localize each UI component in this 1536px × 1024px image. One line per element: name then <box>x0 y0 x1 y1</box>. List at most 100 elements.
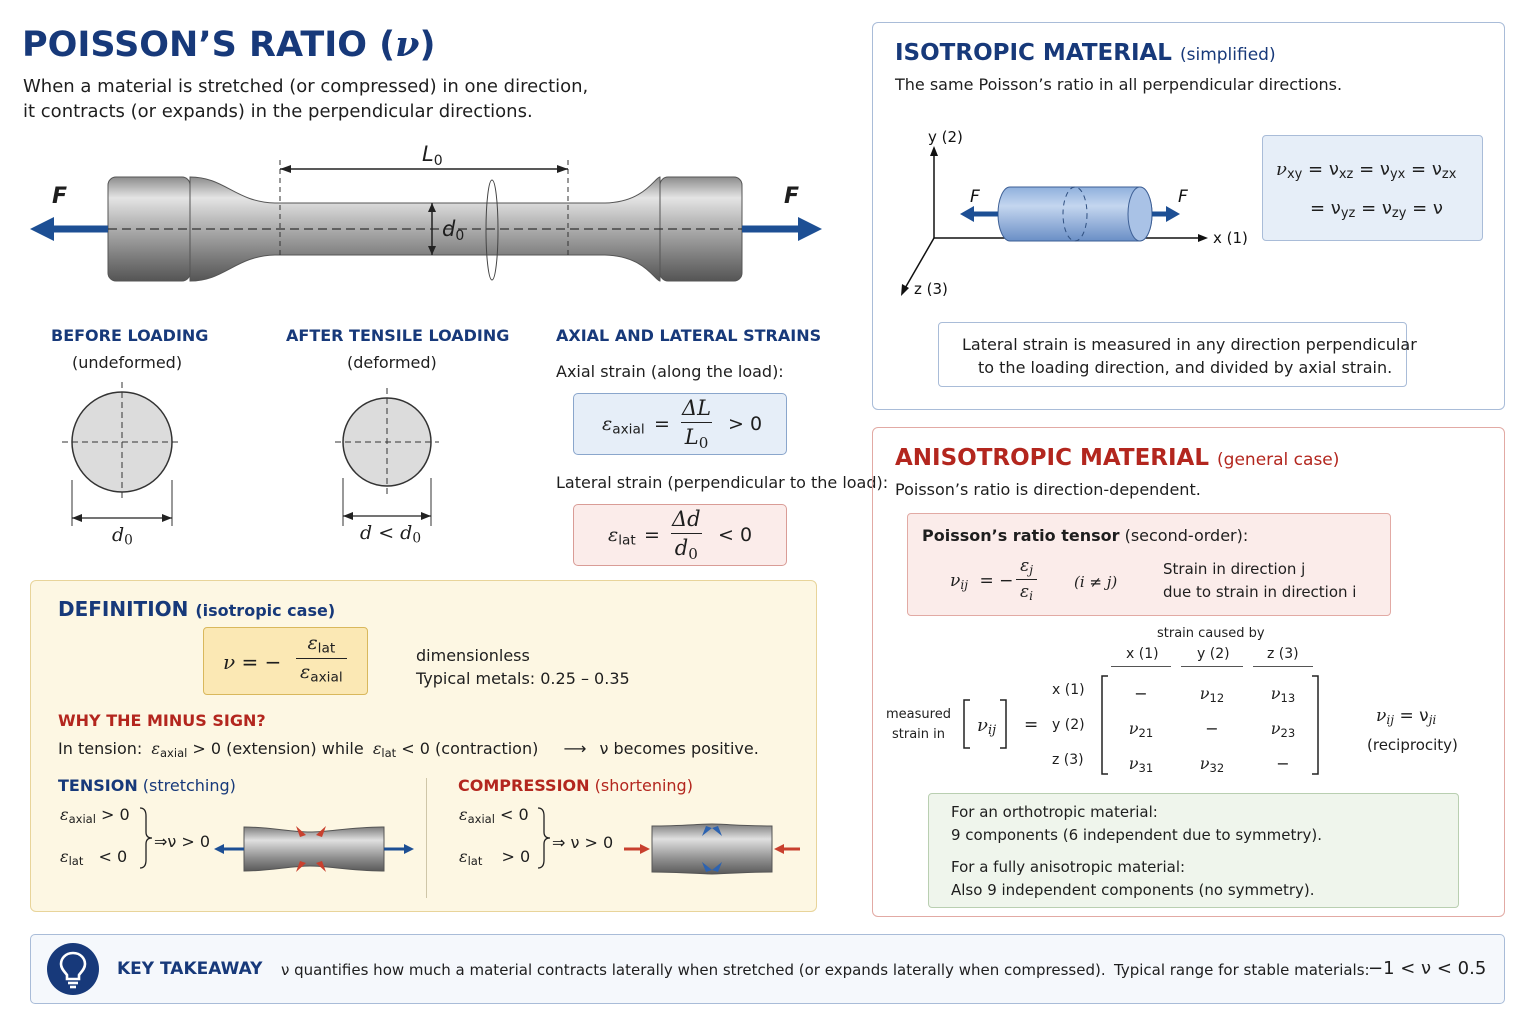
cross-section-outline <box>485 179 499 281</box>
tensor-nu-ij: νij = − <box>950 571 1014 593</box>
tensor-explanation-2: due to strain in direction i <box>1163 583 1357 601</box>
matrix-cell: − <box>1134 684 1148 703</box>
col-header-underline-z <box>1253 666 1313 667</box>
tension-brace <box>139 807 153 869</box>
axial-strain-box <box>573 393 787 455</box>
after-dim-head-right <box>421 512 431 520</box>
lightbulb-icon <box>47 943 99 995</box>
cylinder-end-cap <box>1127 186 1153 242</box>
stable-range-value: −1 < ν < 0.5 <box>1368 958 1487 979</box>
before-loading-subtitle: (undeformed) <box>72 353 183 372</box>
tension-result: ⇒ν > 0 <box>154 832 211 851</box>
right-arrowhead <box>798 217 822 241</box>
before-cross-section <box>62 382 182 526</box>
after-diameter-label: d < d0 <box>360 522 422 547</box>
col-header-x: x (1) <box>1126 646 1159 662</box>
y-axis-label: y (2) <box>928 128 963 146</box>
after-cross-section <box>335 388 439 526</box>
tensor-symbol: νij <box>977 715 997 739</box>
axial-strain-caption: Axial strain (along the load): <box>556 362 784 381</box>
before-diameter-label: d0 <box>112 524 133 549</box>
row-header-z: z (3) <box>1052 752 1084 768</box>
gauge-length-label: L0 <box>422 142 443 169</box>
dimensionless-note: dimensionless <box>416 646 530 665</box>
tensor-fraction: εj εi <box>1016 556 1038 603</box>
isotropic-note-box <box>938 322 1407 387</box>
force-label-right: F <box>784 184 799 209</box>
anisotropic-description: Poisson’s ratio is direction-dependent. <box>895 480 1201 499</box>
cylinder-section-dashed <box>1062 186 1088 242</box>
y-axis-arrowhead <box>930 146 938 156</box>
force-label-left: F <box>52 184 67 209</box>
axial-fraction: ΔL L0 <box>680 396 713 452</box>
strain-caused-by-label: strain caused by <box>1157 626 1265 641</box>
definition-title: DEFINITION (isotropic case) <box>58 597 336 621</box>
key-takeaway-bar <box>30 934 1505 1004</box>
matrix-cell: ν21 <box>1128 719 1154 740</box>
intro-line-1: When a material is stretched (or compres… <box>23 76 589 97</box>
lateral-relation: < 0 <box>718 524 753 546</box>
isotropic-panel <box>872 22 1505 410</box>
diameter-label: d0 <box>442 217 464 244</box>
reciprocity-note: (reciprocity) <box>1367 736 1458 754</box>
isotropic-equality-line-2: = νyz = νzy = ν <box>1310 198 1443 222</box>
before-dim-head-left <box>72 514 82 522</box>
left-arrowhead <box>30 217 54 241</box>
key-takeaway-title: KEY TAKEAWAY <box>117 959 263 979</box>
reciprocity-relation: νij = νji <box>1376 706 1437 728</box>
diameter-arrowhead-bottom <box>428 246 436 255</box>
axial-relation: > 0 <box>728 413 763 435</box>
col-header-y: y (2) <box>1197 646 1230 662</box>
row-header-x: x (1) <box>1052 682 1085 698</box>
tension-specimen-icon <box>214 826 414 872</box>
orthotropic-line-1: For an orthotropic material: <box>951 803 1158 821</box>
tension-compression-divider <box>426 778 427 898</box>
lateral-equals: = <box>644 524 660 546</box>
axial-strain-symbol: εaxial <box>602 413 645 438</box>
tensor-symbol-brackets <box>963 699 1007 749</box>
iso-force-left-head <box>960 206 974 222</box>
z-axis-arrowhead <box>901 284 909 296</box>
strains-title: AXIAL AND LATERAL STRAINS <box>556 326 822 345</box>
x-axis-label: x (1) <box>1213 229 1248 247</box>
compression-result: ⇒ ν > 0 <box>552 833 614 852</box>
matrix-cell: ν13 <box>1270 684 1296 705</box>
iso-force-label-left: F <box>970 187 980 207</box>
tension-title: TENSION (stretching) <box>58 776 236 795</box>
after-dim-head-left <box>343 512 353 520</box>
stable-range-label: Typical range for stable materials: <box>1114 961 1370 979</box>
compression-title: COMPRESSION (shortening) <box>458 776 693 795</box>
before-dim-head-right <box>162 514 172 522</box>
left-grip <box>107 176 191 282</box>
after-loading-title: AFTER TENSILE LOADING <box>286 326 510 345</box>
iso-force-label-right: F <box>1178 187 1188 207</box>
col-header-underline-y <box>1181 666 1243 667</box>
isotropic-equality-box <box>1262 135 1483 241</box>
isotropic-note-line-1: Lateral strain is measured in any direct… <box>962 335 1417 354</box>
compression-brace <box>537 807 551 869</box>
diameter-arrowhead-top <box>428 203 436 212</box>
why-minus-explanation: In tension: εaxial > 0 (extension) while… <box>58 739 759 760</box>
tensor-definition-title: Poisson’s ratio tensor (second-order): <box>922 526 1249 545</box>
compression-specimen-icon <box>624 823 800 875</box>
lateral-strain-caption: Lateral strain (perpendicular to the loa… <box>556 473 889 492</box>
tension-axial-condition: εaxial > 0 <box>60 805 130 826</box>
before-loading-title: BEFORE LOADING <box>51 326 209 345</box>
isotropic-title: ISOTROPIC MATERIAL (simplified) <box>895 40 1276 66</box>
page-title: POISSON’S RATIO (ν) <box>22 24 436 65</box>
why-minus-title: WHY THE MINUS SIGN? <box>58 711 266 730</box>
matrix-equals: = <box>1024 715 1039 735</box>
tensor-definition-box <box>907 513 1391 616</box>
anisotropic-title: ANISOTROPIC MATERIAL (general case) <box>895 445 1340 471</box>
matrix-cell: ν23 <box>1270 719 1296 740</box>
definition-fraction: εlat εaxial <box>296 632 347 686</box>
axial-equals: = <box>654 413 670 435</box>
z-axis <box>903 237 935 291</box>
isotropic-axes-diagram: y (2) x (1) z (3) F F <box>901 128 1248 298</box>
matrix-cell: ν31 <box>1128 754 1154 775</box>
lateral-strain-symbol: εlat <box>608 524 636 549</box>
measured-strain-label-1: measured <box>886 707 951 722</box>
matrix-cell: − <box>1205 719 1219 738</box>
iso-force-right-head <box>1166 206 1180 222</box>
orthotropic-line-2: 9 components (6 independent due to symme… <box>951 826 1323 844</box>
